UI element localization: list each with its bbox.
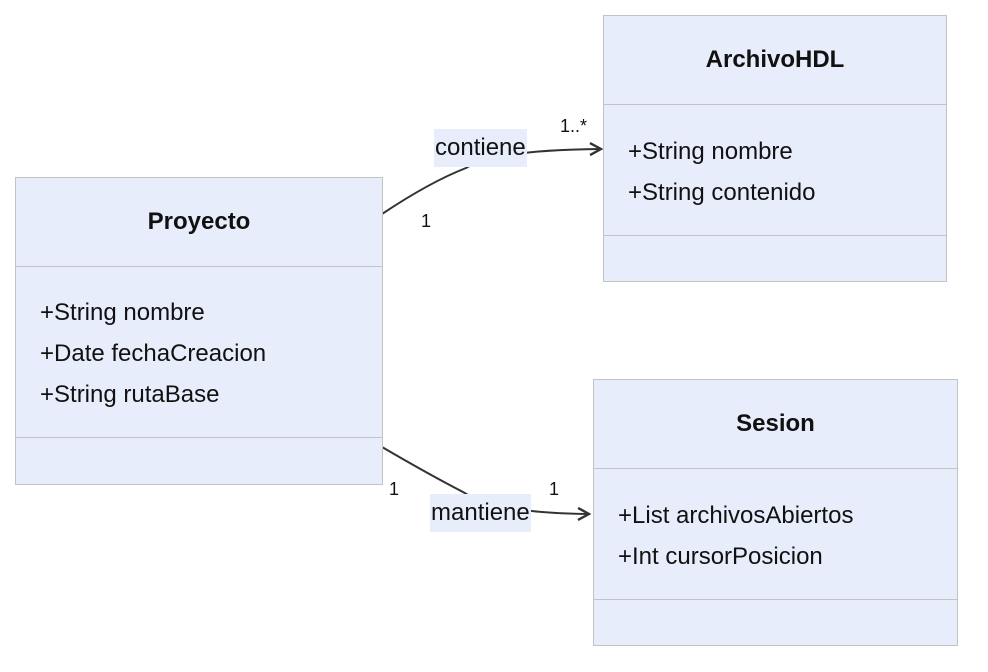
attribute: +Date fechaCreacion	[40, 340, 267, 367]
edge-label-contiene: contiene	[434, 129, 527, 167]
attribute: +Int cursorPosicion	[618, 543, 823, 570]
edge-label-mantiene: mantiene	[430, 494, 531, 532]
multiplicity-contiene-target: 1..*	[560, 116, 588, 136]
attribute: +String contenido	[628, 179, 816, 206]
edge-mantiene	[381, 446, 588, 514]
attribute: +String nombre	[40, 299, 205, 326]
edge-contiene	[381, 149, 600, 215]
class-sesion[interactable]: Sesion +List archivosAbiertos +Int curso…	[593, 379, 958, 646]
attribute: +List archivosAbiertos	[618, 502, 854, 529]
class-archivohdl-name: ArchivoHDL	[604, 16, 946, 105]
class-archivohdl[interactable]: ArchivoHDL +String nombre +String conten…	[603, 15, 947, 282]
multiplicity-contiene-source: 1	[421, 211, 432, 231]
class-sesion-name: Sesion	[594, 380, 957, 469]
class-proyecto[interactable]: Proyecto +String nombre +Date fechaCreac…	[15, 177, 383, 485]
class-sesion-attributes: +List archivosAbiertos +Int cursorPosici…	[594, 469, 957, 600]
attribute: +String nombre	[628, 138, 793, 165]
class-archivohdl-attributes: +String nombre +String contenido	[604, 105, 946, 236]
class-proyecto-attributes: +String nombre +Date fechaCreacion +Stri…	[16, 267, 382, 438]
multiplicity-mantiene-source: 1	[389, 479, 400, 499]
multiplicity-mantiene-target: 1	[549, 479, 560, 499]
attribute: +String rutaBase	[40, 381, 220, 408]
class-proyecto-name: Proyecto	[16, 178, 382, 267]
